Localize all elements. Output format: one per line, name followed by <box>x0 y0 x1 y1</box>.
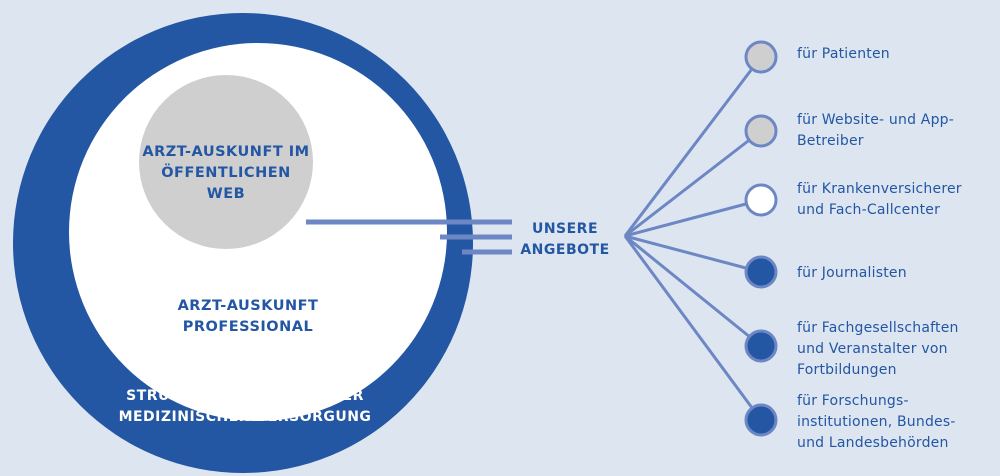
offer-label-patients: für Patienten <box>797 46 890 62</box>
offer-label-website-app: für Website- und App- Betreiber <box>797 112 955 149</box>
offer-spokes <box>623 56 763 421</box>
offer-dot-societies <box>744 329 778 363</box>
web-circle-label: ARZT-AUSKUNFT IM ÖFFENTLICHEN WEB <box>142 144 310 202</box>
spoke-insurers <box>624 198 762 238</box>
spoke-patients <box>623 56 763 237</box>
offer-dot-journalists <box>744 255 778 289</box>
hub-label: UNSERE ANGEBOTE <box>520 221 610 258</box>
offer-label-journalists: für Journalisten <box>797 265 907 281</box>
offer-label-insurers: für Krankenversicherer und Fach-Callcent… <box>797 181 962 218</box>
web-circle <box>139 75 313 249</box>
professional-circle-label: ARZT-AUSKUNFT PROFESSIONAL <box>177 298 319 335</box>
offer-dot-research <box>744 403 778 437</box>
connector-bars <box>306 219 512 255</box>
register-circle-label: STRUKTURVERZEICHNIS DER MEDIZINISCHEN VE… <box>118 388 372 425</box>
spoke-website-app <box>624 129 762 238</box>
offer-dot-patients <box>744 40 778 74</box>
offer-label-societies: für Fachgesellschaften und Veranstalter … <box>797 320 959 378</box>
offer-label-research: für Forschungs- institutionen, Bundes- u… <box>797 393 956 451</box>
spoke-societies <box>624 234 762 348</box>
offer-dot-insurers <box>744 183 778 217</box>
spoke-research <box>623 235 763 421</box>
offer-dots <box>744 40 778 437</box>
spoke-journalists <box>624 234 762 274</box>
offer-dot-website-app <box>744 114 778 148</box>
